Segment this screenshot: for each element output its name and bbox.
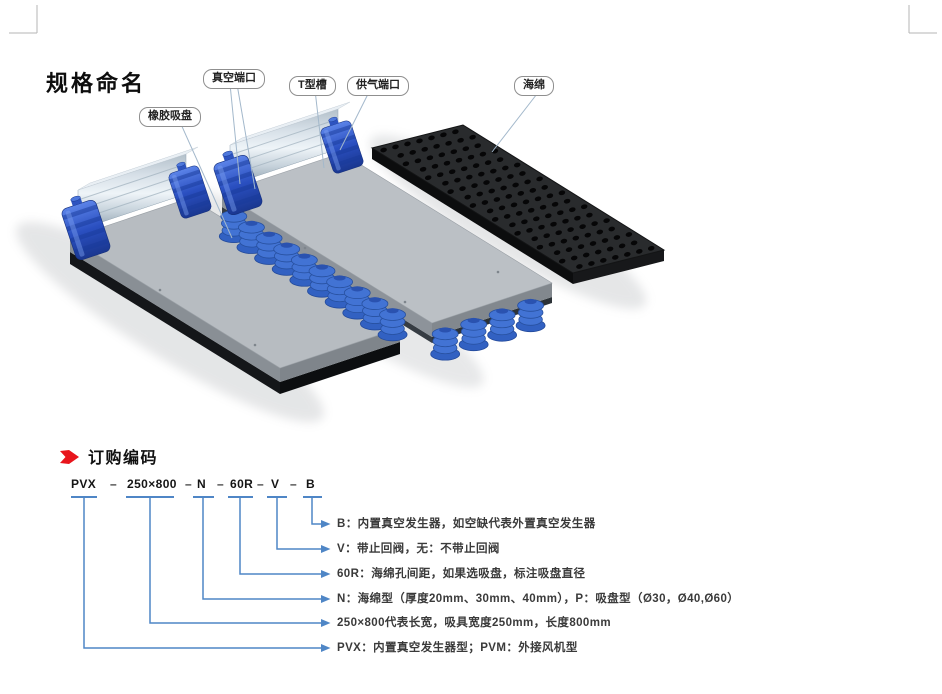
code-part-v: V bbox=[271, 477, 280, 491]
callout-sponge: 海绵 bbox=[514, 76, 554, 96]
arrowheads bbox=[321, 520, 331, 652]
sponge-plate bbox=[370, 124, 666, 284]
code-part-b: B bbox=[306, 477, 316, 491]
explanation-row-size: 250×800代表长宽，吸具宽度250mm，长度800mm bbox=[337, 617, 611, 629]
callout-vacuum-port: 真空端口 bbox=[203, 69, 265, 89]
code-dash: – bbox=[110, 477, 118, 491]
red-arrow-bullet-icon bbox=[60, 450, 79, 464]
callout-t-slot: T型槽 bbox=[289, 76, 336, 96]
code-connector-diagram bbox=[71, 496, 331, 652]
callout-rubber-suction-cup: 橡胶吸盘 bbox=[139, 107, 201, 127]
callout-leader-lines bbox=[179, 83, 541, 239]
crop-mark-top-right bbox=[908, 5, 937, 34]
explanation-row-b: B：内置真空发生器，如空缺代表外置真空发生器 bbox=[337, 518, 596, 530]
code-dash: – bbox=[185, 477, 193, 491]
bellows-suction-cups bbox=[218, 209, 546, 361]
callout-air-supply-port: 供气端口 bbox=[347, 76, 409, 96]
code-part-pvx: PVX bbox=[71, 477, 97, 491]
explanation-row-n: N：海绵型（厚度20mm、30mm、40mm），P：吸盘型（Ø30，Ø40,Ø6… bbox=[337, 593, 740, 605]
sponge-holes bbox=[380, 129, 655, 269]
code-dash: – bbox=[217, 477, 225, 491]
code-part-n: N bbox=[197, 477, 207, 491]
code-dash: – bbox=[290, 477, 298, 491]
spec-naming-title: 规格命名 bbox=[46, 71, 147, 96]
code-part-60r: 60R bbox=[230, 477, 254, 491]
code-part-size: 250×800 bbox=[127, 477, 177, 491]
crop-mark-top-left bbox=[9, 5, 38, 34]
code-dash: – bbox=[257, 477, 265, 491]
ordering-code-heading: 订购编码 bbox=[88, 450, 159, 467]
gripper-cup-type bbox=[210, 102, 553, 361]
explanation-row-v: V：带止回阀，无：不带止回阀 bbox=[337, 543, 500, 555]
explanation-row-pvx: PVX：内置真空发生器型；PVM：外接风机型 bbox=[337, 642, 578, 654]
explanation-row-60r: 60R：海绵孔间距，如果选吸盘，标注吸盘直径 bbox=[337, 568, 586, 580]
